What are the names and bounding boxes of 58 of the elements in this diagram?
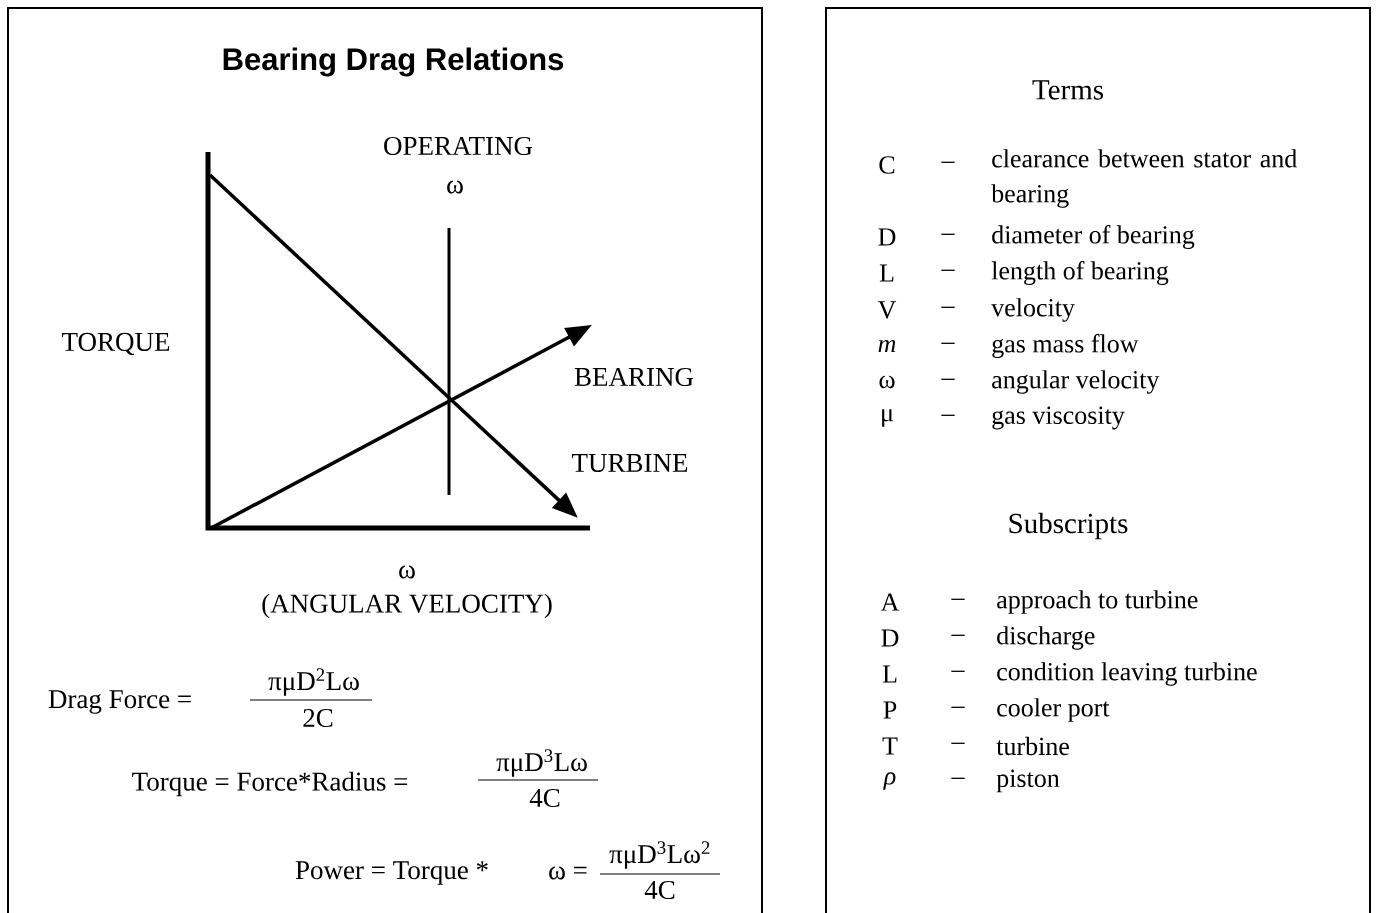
symbol: D — [878, 228, 896, 246]
definition-text: length of bearing — [991, 261, 1169, 285]
symbol: D — [881, 629, 899, 647]
axis-label: (ANGULAR VELOCITY) — [262, 593, 552, 619]
dash: – — [951, 634, 965, 636]
denominator-text: 4C — [529, 788, 560, 808]
symbol: A — [880, 593, 900, 611]
definition-text: diameter of bearing — [992, 225, 1195, 249]
definition-text: approach to turbine — [997, 590, 1198, 614]
definition-text: gas mass flow — [992, 334, 1139, 358]
definition-text: piston — [996, 769, 1060, 793]
symbol: V — [877, 301, 897, 319]
symbol: μ — [882, 409, 893, 427]
equation-text: Drag Force = — [48, 690, 191, 714]
dash: – — [941, 306, 955, 308]
dash: – — [951, 742, 965, 744]
axis-label: TORQUE — [62, 332, 170, 356]
chart-label: OPERATING — [384, 136, 533, 156]
axis-label: ω — [399, 565, 415, 579]
denominator-text: 2C — [303, 708, 333, 728]
dash: – — [941, 269, 955, 271]
chart-label: BEARING — [574, 367, 694, 387]
dash: – — [941, 378, 955, 380]
symbol: P — [883, 701, 897, 719]
definition-text: cooler port — [997, 698, 1110, 722]
definition-text: condition leaving turbine — [997, 662, 1257, 686]
dash: – — [951, 777, 965, 779]
dash: – — [941, 414, 955, 416]
symbol: ρ — [883, 772, 896, 790]
dash: – — [951, 706, 965, 708]
numerator-text: πμD$^{3}$Lω$^{2}$ — [609, 841, 710, 869]
dash: – — [941, 342, 955, 344]
title: Bearing Drag Relations — [223, 47, 564, 77]
section-heading: Subscripts — [1009, 512, 1128, 540]
equation-text: Power = Torque * — [295, 861, 488, 885]
definition-text: turbine — [996, 736, 1069, 756]
numerator-text: πμD$^{3}$Lω — [496, 749, 587, 777]
chart-label: ω — [447, 180, 463, 194]
symbol: ω — [879, 375, 895, 389]
symbol: L — [879, 264, 894, 282]
equation-text: ω = — [549, 866, 587, 880]
dash: – — [941, 161, 955, 163]
symbol: m — [878, 339, 896, 353]
dash: – — [951, 598, 965, 600]
dash: – — [941, 233, 955, 235]
symbol: T — [882, 737, 898, 755]
definition-text: velocity — [991, 298, 1075, 322]
symbol: C — [879, 156, 895, 174]
dash: – — [951, 670, 965, 672]
numerator-text: πμD$^{2}$Lω — [268, 668, 359, 696]
denominator-text: 4C — [644, 880, 675, 900]
chart-label: TURBINE — [572, 454, 688, 472]
symbol: L — [882, 665, 897, 683]
definition-text: gas viscosity — [992, 406, 1125, 430]
equation-text: Torque = Force*Radius = — [132, 771, 408, 797]
section-heading: Terms — [1032, 80, 1104, 100]
definition-text: discharge — [997, 626, 1095, 650]
definition-text: angular velocity — [992, 370, 1160, 394]
